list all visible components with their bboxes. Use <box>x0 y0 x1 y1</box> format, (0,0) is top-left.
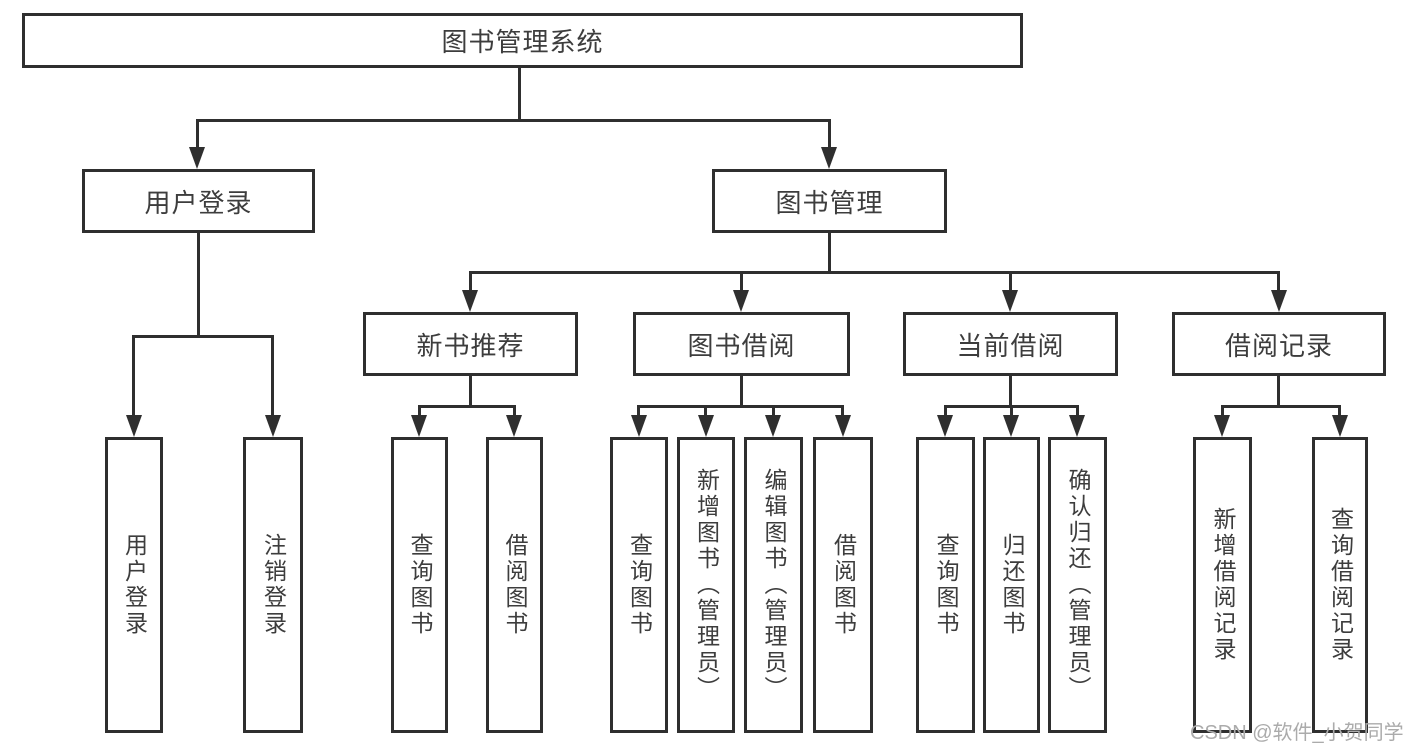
connector-segment <box>1221 405 1224 419</box>
leaf-label: 查询图书 <box>933 533 959 637</box>
node-user-login: 用户登录 <box>82 169 315 233</box>
node-label: 图书管理系统 <box>441 27 604 57</box>
node-label: 借阅记录 <box>1224 330 1333 361</box>
arrow-down-icon <box>411 415 427 437</box>
leaf-label: 归还图书 <box>999 533 1025 637</box>
leaf-label: 用户登录 <box>121 533 148 637</box>
watermark-text: CSDN @软件_小贺同学 <box>1190 722 1404 744</box>
arrow-down-icon <box>265 415 281 437</box>
connector-segment <box>639 405 844 408</box>
arrow-down-icon <box>1214 415 1230 437</box>
arrow-down-icon <box>631 415 647 437</box>
connector-segment <box>469 271 472 294</box>
connector-segment <box>469 376 472 407</box>
connector-segment <box>196 119 199 149</box>
node-label: 图书借阅 <box>687 330 796 361</box>
node-new-book-recommend: 新书推荐 <box>363 312 578 376</box>
connector-segment <box>1010 405 1013 419</box>
node-label: 当前借阅 <box>956 330 1065 361</box>
arrow-down-icon <box>189 147 205 169</box>
connector-segment <box>1222 405 1340 408</box>
leaf-label: 新增图书（管理员） <box>693 468 720 702</box>
arrow-down-icon <box>1003 415 1019 437</box>
leaf-label: 借阅图书 <box>502 533 528 637</box>
connector-segment <box>772 405 775 419</box>
arrow-down-icon <box>506 415 522 437</box>
leaf-label: 新增借阅记录 <box>1210 507 1236 663</box>
leaf-label: 查询图书 <box>626 533 653 637</box>
leaf-label: 查询图书 <box>407 533 433 637</box>
leaf-logout: 注销登录 <box>243 437 303 733</box>
node-label: 图书管理 <box>775 187 884 218</box>
leaf-query-books-current: 查询图书 <box>916 437 975 733</box>
connector-segment <box>841 405 844 419</box>
arrow-down-icon <box>1069 415 1085 437</box>
connector-segment <box>1277 376 1280 407</box>
connector-segment <box>1338 405 1341 419</box>
leaf-add-book-admin: 新增图书（管理员） <box>677 437 735 733</box>
leaf-user-login: 用户登录 <box>105 437 163 733</box>
leaf-confirm-return-admin: 确认归还（管理员） <box>1048 437 1107 733</box>
connector-segment <box>470 271 1280 274</box>
connector-segment <box>133 335 274 338</box>
arrow-down-icon <box>765 415 781 437</box>
leaf-label: 编辑图书（管理员） <box>761 468 787 702</box>
leaf-label: 借阅图书 <box>830 533 857 637</box>
connector-segment <box>637 405 640 419</box>
connector-segment <box>513 405 516 419</box>
node-current-borrowing: 当前借阅 <box>903 312 1118 376</box>
arrow-down-icon <box>1271 290 1287 312</box>
node-library-management-system: 图书管理系统 <box>22 13 1023 68</box>
connector-segment <box>1076 405 1079 419</box>
arrow-down-icon <box>821 147 837 169</box>
leaf-borrow-books-newbook: 借阅图书 <box>486 437 543 733</box>
leaf-label: 注销登录 <box>260 533 287 637</box>
arrow-down-icon <box>1002 290 1018 312</box>
arrow-down-icon <box>835 415 851 437</box>
arrow-down-icon <box>698 415 714 437</box>
leaf-return-books: 归还图书 <box>983 437 1040 733</box>
leaf-label: 查询借阅记录 <box>1327 507 1354 663</box>
connector-segment <box>419 405 516 408</box>
leaf-query-books-newbook: 查询图书 <box>391 437 448 733</box>
connector-segment <box>418 405 421 419</box>
connector-segment <box>740 376 743 407</box>
connector-segment <box>271 335 274 417</box>
arrow-down-icon <box>1332 415 1348 437</box>
connector-segment <box>132 335 135 417</box>
leaf-borrow-books-borrow: 借阅图书 <box>813 437 873 733</box>
connector-segment <box>197 233 200 337</box>
node-book-borrowing: 图书借阅 <box>633 312 850 376</box>
leaf-edit-book-admin: 编辑图书（管理员） <box>744 437 803 733</box>
node-borrowing-records: 借阅记录 <box>1172 312 1386 376</box>
node-label: 用户登录 <box>144 187 253 218</box>
connector-segment <box>740 271 743 294</box>
arrow-down-icon <box>937 415 953 437</box>
leaf-query-borrow-record: 查询借阅记录 <box>1312 437 1368 733</box>
connector-segment <box>518 68 521 121</box>
connector-segment <box>828 233 831 273</box>
connector-segment <box>828 119 831 149</box>
node-book-management: 图书管理 <box>712 169 947 233</box>
arrow-down-icon <box>126 415 142 437</box>
node-label: 新书推荐 <box>416 330 525 361</box>
arrow-down-icon <box>462 290 478 312</box>
connector-segment <box>944 405 947 419</box>
connector-segment <box>1009 376 1012 407</box>
leaf-label: 确认归还（管理员） <box>1065 468 1091 702</box>
connector-segment <box>704 405 707 419</box>
arrow-down-icon <box>733 290 749 312</box>
connector-segment <box>1277 271 1280 294</box>
leaf-add-borrow-record: 新增借阅记录 <box>1193 437 1252 733</box>
connector-segment <box>197 119 830 122</box>
connector-segment <box>1009 271 1012 294</box>
leaf-query-books-borrow: 查询图书 <box>610 437 668 733</box>
